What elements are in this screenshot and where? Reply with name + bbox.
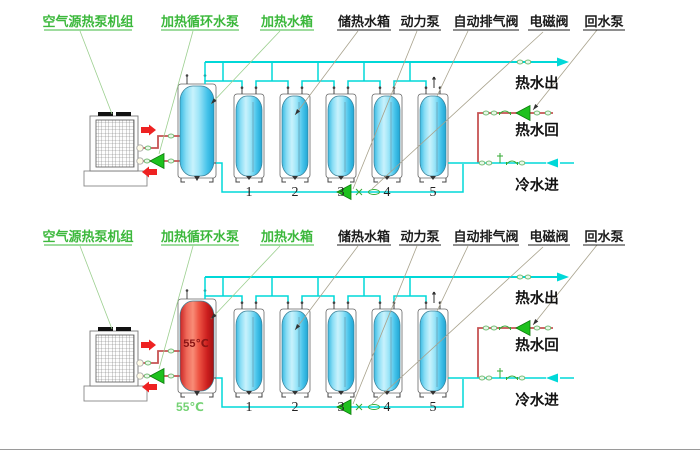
hot-water-return-label: 热水回 (515, 336, 559, 354)
tank-number: 2 (292, 400, 299, 415)
callout-solenoid-valve: 电磁阀 (529, 14, 568, 29)
tank-number: 1 (246, 185, 253, 200)
tank-number: 5 (430, 400, 437, 415)
callout-heat-pump-unit: 空气源热泵机组 (42, 14, 133, 29)
callout-heating-tank: 加热水箱 (260, 14, 313, 29)
callout-auto-air-vent: 自动排气阀 (453, 229, 518, 244)
callout-return-pump: 回水泵 (584, 14, 623, 29)
hot-water-out-label: 热水出 (515, 74, 559, 92)
temperature-label-below-tank: 55℃ (176, 400, 204, 414)
tank-number: 5 (430, 185, 437, 200)
tank-number: 3 (338, 185, 345, 200)
callout-labels: 空气源热泵机组 加热循环水泵 加热水箱 储热水箱 动力泵 自动排气阀 电磁阀 回… (42, 229, 625, 246)
callout-heating-tank: 加热水箱 (260, 229, 313, 244)
callout-storage-tank: 储热水箱 (337, 14, 390, 29)
top-diagram: 空气源热泵机组 加热循环水泵 加热水箱 储热水箱 动力泵 自动排气阀 电磁阀 回… (42, 14, 625, 200)
callout-power-pump: 动力泵 (400, 14, 439, 29)
callout-return-pump: 回水泵 (584, 229, 623, 244)
callout-storage-tank: 储热水箱 (337, 229, 390, 244)
tank-numbers: 1 2 3 4 5 (246, 400, 437, 415)
system-assembly (80, 245, 597, 415)
cold-water-in-label: 冷水进 (515, 391, 559, 409)
tank-number: 1 (246, 400, 253, 415)
callout-solenoid-valve: 电磁阀 (529, 229, 568, 244)
callout-auto-air-vent: 自动排气阀 (453, 14, 518, 29)
system-assembly (80, 30, 597, 200)
callout-heating-circulation-pump: 加热循环水泵 (160, 14, 239, 29)
bottom-diagram: 空气源热泵机组 加热循环水泵 加热水箱 储热水箱 动力泵 自动排气阀 电磁阀 回… (42, 229, 625, 415)
hot-water-out-label: 热水出 (515, 289, 559, 307)
heating-tank (173, 73, 222, 183)
callout-heating-circulation-pump: 加热循环水泵 (160, 229, 239, 244)
tank-number: 2 (292, 185, 299, 200)
callout-power-pump: 动力泵 (400, 229, 439, 244)
hot-water-return-label: 热水回 (515, 121, 559, 139)
tank-number: 4 (384, 185, 391, 200)
flow-labels: 热水出 热水回 冷水进 (515, 74, 559, 194)
tank-number: 3 (338, 400, 345, 415)
tank-numbers: 1 2 3 4 5 (246, 185, 437, 200)
cold-water-in-label: 冷水进 (515, 176, 559, 194)
heating-tank-temperature: 55℃ (183, 338, 209, 350)
callout-labels: 空气源热泵机组 加热循环水泵 加热水箱 储热水箱 动力泵 自动排气阀 电磁阀 回… (42, 14, 625, 31)
callout-heat-pump-unit: 空气源热泵机组 (42, 229, 133, 244)
flow-labels: 热水出 热水回 冷水进 (515, 289, 559, 409)
tank-number: 4 (384, 400, 391, 415)
